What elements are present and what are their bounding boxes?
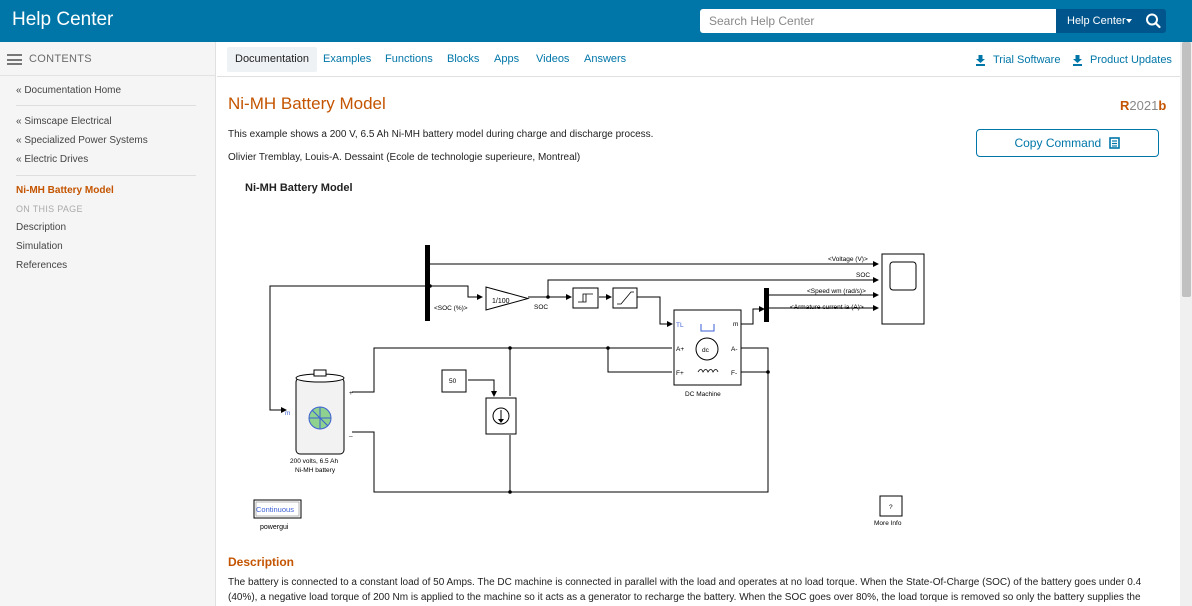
authors-text: Olivier Tremblay, Louis-A. Dessaint (Eco… (228, 152, 581, 163)
chevron-down-icon (1126, 19, 1132, 23)
scrollbar-thumb[interactable] (1182, 42, 1191, 297)
tl-signal-line (637, 296, 673, 327)
battery-name-label: 200 volts, 6.5 Ah (290, 458, 338, 465)
search-scope-dropdown[interactable]: Help Center (1056, 9, 1140, 33)
download-icon (976, 55, 985, 66)
copy-command-label: Copy Command (1014, 136, 1102, 150)
soc-label: SOC (856, 272, 870, 279)
positive-bus (352, 347, 672, 393)
const-to-source-line (468, 379, 497, 397)
tab-functions[interactable]: Functions (385, 53, 433, 65)
speed-label: <Speed wm (rad/s)> (807, 288, 866, 295)
more-info-label: More Info (874, 520, 902, 527)
armature-label: <Armature current ia (A)> (790, 304, 864, 311)
copy-icon (1108, 137, 1120, 149)
f-plus-label: F+ (676, 370, 684, 377)
sidebar-section-references[interactable]: References (16, 260, 68, 271)
battery-m-line (269, 285, 430, 413)
sidebar-link-simscape-electrical[interactable]: « Simscape Electrical (16, 116, 112, 127)
sidebar-link-documentation-home[interactable]: « Documentation Home (16, 85, 122, 96)
search-icon (1146, 13, 1161, 29)
dc-label: dc (702, 347, 710, 354)
release-badge: R2021b (1120, 98, 1167, 113)
powergui-label: powergui (260, 524, 289, 531)
more-info-block (879, 495, 903, 517)
description-heading: Description (228, 555, 295, 569)
a-plus-label: A+ (676, 346, 684, 353)
sidebar: CONTENTS « Documentation Home « Simscape… (0, 42, 216, 606)
tl-port-label: TL (676, 322, 684, 329)
sidebar-link-electric-drives[interactable]: « Electric Drives (16, 154, 89, 165)
search-scope-label: Help Center (1067, 15, 1126, 27)
tab-videos[interactable]: Videos (536, 53, 570, 65)
sidebar-divider (16, 175, 196, 176)
negative-bus (352, 371, 769, 493)
soc-signal-line (528, 277, 879, 298)
constant-block (441, 369, 467, 393)
question-icon: ? (889, 504, 893, 511)
search-button[interactable] (1140, 9, 1166, 33)
svg-text:1/100: 1/100 (492, 298, 510, 305)
dc-machine-label: DC Machine (685, 391, 721, 398)
battery-m-label: m (285, 410, 290, 417)
hamburger-menu-icon[interactable] (7, 54, 22, 65)
tab-examples[interactable]: Examples (323, 53, 372, 65)
current-source-block (485, 397, 517, 435)
f-minus-label: F- (731, 370, 737, 377)
help-center-logo[interactable]: Help Center (12, 9, 114, 30)
armature-return (741, 347, 769, 372)
bus-selector-block (425, 245, 430, 321)
gain-block: 1/100 (485, 286, 530, 311)
sidebar-divider (0, 75, 216, 76)
soc-pct-label: <SOC (%)> (434, 305, 468, 312)
sidebar-divider (16, 105, 196, 106)
sidebar-section-description[interactable]: Description (16, 222, 67, 233)
relay-block (572, 287, 599, 309)
powergui-block (253, 499, 302, 519)
sidebar-section-simulation[interactable]: Simulation (16, 241, 63, 252)
battery-plus-label: + (349, 390, 353, 397)
a-minus-label: A- (731, 346, 738, 353)
scope-block (881, 253, 925, 325)
sidebar-current-page[interactable]: Ni-MH Battery Model (16, 185, 114, 196)
description-text: The battery is connected to a constant l… (228, 577, 1142, 603)
battery-name-label: Ni-MH battery (295, 467, 336, 474)
on-this-page-label: ON THIS PAGE (16, 204, 83, 214)
tab-apps[interactable]: Apps (494, 53, 520, 65)
tab-blocks[interactable]: Blocks (447, 53, 480, 65)
battery-block (295, 369, 345, 455)
page-title: Ni-MH Battery Model (228, 94, 386, 113)
copy-command-button[interactable]: Copy Command (976, 129, 1159, 157)
contents-label[interactable]: CONTENTS (29, 53, 92, 65)
top-navigation: Documentation Examples Functions Blocks … (217, 42, 1192, 77)
bus-selector-block (764, 288, 769, 322)
voltage-label: <Voltage (V)> (828, 256, 868, 263)
sidebar-link-specialized-power-systems[interactable]: « Specialized Power Systems (16, 135, 148, 146)
product-updates-link[interactable]: Product Updates (1090, 54, 1172, 66)
soc-pct-signal-line (430, 285, 483, 300)
dc-machine-block (673, 309, 742, 386)
rate-limiter-block (612, 287, 638, 309)
search-input[interactable] (700, 9, 1056, 33)
tab-answers[interactable]: Answers (584, 53, 627, 65)
tab-documentation[interactable]: Documentation (227, 47, 317, 72)
field-plus-line (607, 348, 672, 373)
battery-minus-label: _ (348, 430, 353, 437)
m-port-label: m (733, 321, 738, 328)
download-icon (1073, 55, 1082, 66)
continuous-label: Continuous (256, 505, 294, 514)
constant-label: 50 (449, 378, 457, 385)
soc-out-label: SOC (534, 304, 548, 311)
trial-software-link[interactable]: Trial Software (993, 54, 1061, 66)
m-signal-line (741, 306, 765, 325)
simulink-model-diagram[interactable]: 1/100 <Vo (228, 200, 1168, 540)
intro-text: This example shows a 200 V, 6.5 Ah Ni-MH… (228, 129, 654, 140)
header-bar: Help Center Help Center (0, 0, 1192, 42)
model-title: Ni-MH Battery Model (245, 182, 353, 194)
